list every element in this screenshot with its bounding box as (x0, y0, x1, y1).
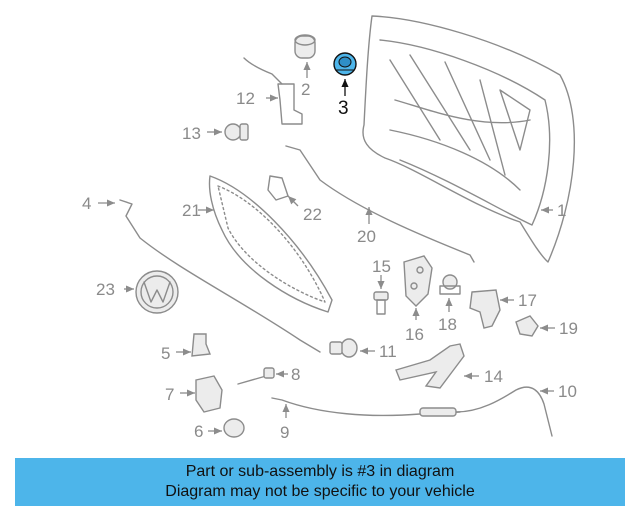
callout-label-19: 19 (559, 319, 578, 338)
callout-22: 22 (287, 195, 322, 224)
callout-label-15: 15 (372, 257, 391, 276)
hood-release-bracket-part (243, 57, 303, 125)
callout-7: 7 (165, 385, 195, 404)
callout-label-13: 13 (182, 124, 201, 143)
callout-label-6: 6 (194, 422, 203, 441)
grommet-part-11 (329, 338, 358, 358)
bolt-part-15 (373, 291, 389, 315)
parts-diagram: 1 2 3 12 13 20 (82, 15, 578, 442)
callout-8: 8 (276, 365, 300, 384)
hood-prop-rod-part (285, 145, 475, 263)
release-cable-part-10 (455, 386, 553, 437)
callout-label-5: 5 (161, 344, 170, 363)
callout-4: 4 (82, 194, 115, 213)
callout-label-23: 23 (96, 280, 115, 299)
callout-label-20: 20 (357, 227, 376, 246)
hood-panel (362, 15, 576, 263)
callout-9: 9 (280, 404, 290, 442)
callout-label-10: 10 (558, 382, 577, 401)
info-banner: Part or sub-assembly is #3 in diagram Di… (15, 458, 625, 506)
callout-label-11: 11 (379, 342, 397, 361)
callout-1: 1 (541, 201, 566, 220)
bump-stop-part (294, 34, 316, 59)
hood-hinge-part (395, 343, 465, 389)
callout-6: 6 (194, 422, 222, 441)
banner-line-1: Part or sub-assembly is #3 in diagram (185, 463, 455, 480)
callout-3: 3 (338, 79, 349, 119)
clip-part (267, 175, 289, 201)
callout-5: 5 (161, 344, 191, 363)
callout-label-7: 7 (165, 385, 174, 404)
callout-19: 19 (540, 319, 578, 338)
callout-20: 20 (357, 207, 376, 246)
callout-label-1: 1 (557, 201, 566, 220)
callout-label-14: 14 (484, 367, 503, 386)
callout-12: 12 (236, 89, 278, 108)
callout-21: 21 (182, 201, 214, 220)
highlighted-part-3[interactable] (333, 52, 357, 76)
callout-label-17: 17 (518, 291, 537, 310)
hood-insulator-part (208, 175, 333, 313)
callout-label-4: 4 (82, 194, 91, 213)
emblem-part (135, 270, 179, 314)
callout-17: 17 (500, 291, 537, 310)
callout-label-16: 16 (405, 325, 424, 344)
callout-18: 18 (438, 298, 457, 334)
callout-13: 13 (182, 124, 222, 143)
callout-14: 14 (464, 367, 503, 386)
callout-15: 15 (372, 257, 391, 289)
callout-23: 23 (96, 280, 134, 299)
callout-label-2: 2 (301, 80, 310, 99)
release-cable-part (119, 199, 321, 353)
callout-label-12: 12 (236, 89, 255, 108)
hood-lock-part (403, 255, 433, 307)
callout-label-18: 18 (438, 315, 457, 334)
bracket-part-17 (469, 289, 501, 329)
stud-part (224, 123, 249, 141)
callout-16: 16 (405, 308, 424, 344)
callout-label-21: 21 (182, 201, 201, 220)
callout-label-3: 3 (338, 98, 349, 119)
cap-part-6 (223, 418, 245, 438)
release-cable-part-9 (271, 397, 461, 417)
callout-10: 10 (540, 382, 577, 401)
callout-label-22: 22 (303, 205, 322, 224)
callout-label-8: 8 (291, 365, 300, 384)
banner-line-2: Diagram may not be specific to your vehi… (165, 483, 475, 500)
latch-block-part-7 (195, 375, 223, 413)
clip-part-18 (439, 274, 461, 295)
callout-label-9: 9 (280, 423, 289, 442)
retainer-part-5 (191, 333, 211, 357)
bolt-part-8 (237, 367, 275, 385)
callout-11: 11 (360, 342, 397, 361)
callout-2: 2 (301, 62, 311, 99)
bumper-part-19 (515, 315, 539, 337)
